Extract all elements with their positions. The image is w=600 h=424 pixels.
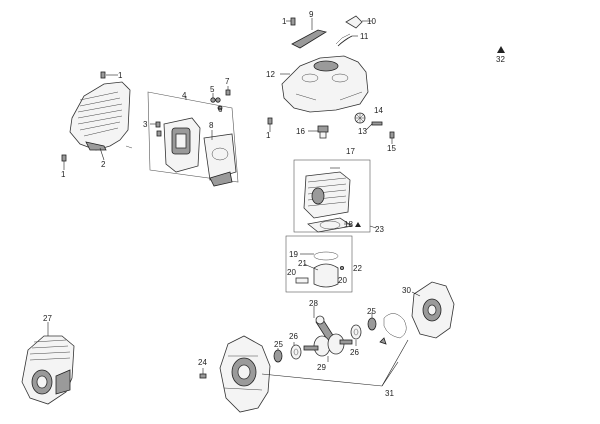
callout-20: 20 [287, 268, 296, 277]
callout-8: 8 [209, 121, 214, 130]
primer-bulb-10 [345, 15, 372, 29]
callout-32: 32 [496, 55, 505, 64]
callout-29: 29 [317, 363, 326, 372]
callout-31: 31 [385, 389, 394, 398]
screw-24 [199, 368, 207, 379]
callout-30: 30 [402, 286, 411, 295]
screw-1a [100, 71, 118, 79]
callout-12: 12 [266, 70, 275, 79]
complete-engine-27 [21, 322, 75, 405]
callout-23: 23 [375, 225, 384, 234]
screw-15 [389, 131, 395, 144]
callout-1: 1 [61, 170, 66, 179]
callout-25: 25 [367, 307, 376, 316]
callout-16: 16 [296, 127, 305, 136]
callout-13: 13 [358, 127, 367, 136]
top-shroud [281, 55, 369, 113]
seal-25-left [273, 348, 283, 363]
callout-27: 27 [43, 314, 52, 323]
crankcase-half-left [219, 335, 271, 413]
callout-2: 2 [101, 160, 106, 169]
callout-20: 20 [338, 276, 347, 285]
callout-9: 9 [309, 10, 314, 19]
fuel-hose-11 [335, 33, 358, 47]
callout-21: 21 [298, 259, 307, 268]
note-marker-triangle-18 [355, 222, 361, 227]
callout-4: 4 [182, 91, 187, 100]
gasket-ring [379, 313, 407, 345]
cylinder-group [285, 159, 377, 293]
callout-5: 5 [210, 85, 215, 94]
callout-18: 18 [344, 220, 353, 229]
callout-28: 28 [309, 299, 318, 308]
bearing-26-right [350, 324, 362, 346]
crankcase-half-right [411, 281, 455, 339]
fan-housing-cover [69, 81, 133, 151]
callout-7: 7 [225, 77, 230, 86]
callout-26: 26 [289, 332, 298, 341]
callout-26: 26 [350, 348, 359, 357]
callout-17: 17 [346, 147, 355, 156]
callout-6: 6 [218, 105, 223, 114]
bearing-26-left [290, 342, 302, 360]
screw-1c [286, 17, 296, 26]
callout-1: 1 [118, 71, 123, 80]
callout-15: 15 [387, 144, 396, 153]
crankshaft-assembly [303, 306, 353, 362]
callout-1: 1 [282, 17, 287, 26]
callout-22: 22 [353, 264, 362, 273]
pin-13 [365, 121, 383, 131]
air-filter-group [147, 91, 239, 187]
callout-19: 19 [289, 250, 298, 259]
callout-14: 14 [374, 106, 383, 115]
callout-24: 24 [198, 358, 207, 367]
screw-1b [61, 154, 67, 170]
callout-10: 10 [367, 17, 376, 26]
note-marker-triangle [497, 46, 505, 53]
callout-1: 1 [266, 131, 271, 140]
cap-starwheel-14 [354, 112, 366, 124]
seal-25-right [367, 312, 377, 331]
fasteners-5-6-7 [210, 86, 231, 111]
screw-1d [267, 117, 273, 132]
cover-strip-9 [291, 18, 328, 49]
callout-25: 25 [274, 340, 283, 349]
callout-3: 3 [143, 120, 148, 129]
spark-plug-16 [308, 125, 329, 139]
callout-11: 11 [360, 32, 369, 41]
